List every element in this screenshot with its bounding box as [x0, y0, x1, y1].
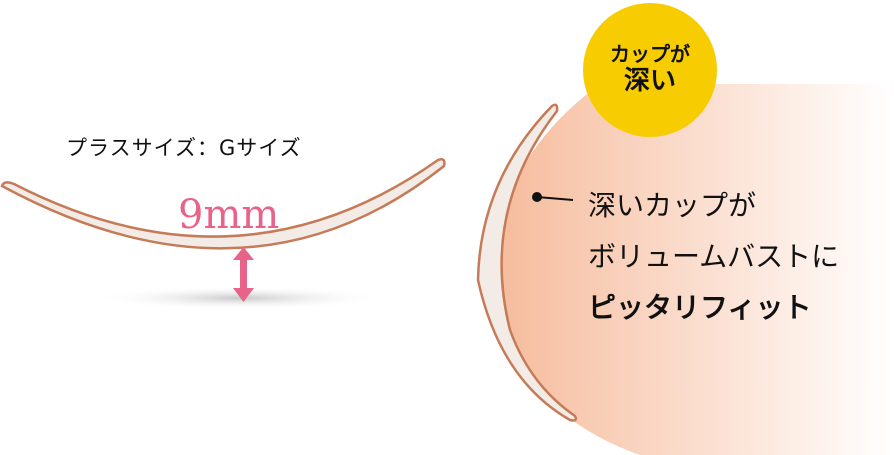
cup-depth-highlight — [494, 84, 894, 455]
badge-line1: カップが — [610, 42, 690, 67]
description: 深いカップが ボリュームバストに ピッタリフィット — [588, 180, 839, 333]
plus-size-pad — [0, 158, 446, 250]
badge-line2: 深い — [623, 66, 676, 97]
pointer-line — [532, 192, 574, 202]
deep-cup-pad — [476, 103, 578, 422]
description-line1: 深いカップが — [588, 189, 757, 222]
description-line2: ボリュームバストに — [588, 240, 840, 273]
deep-cup-badge: カップが 深い — [583, 3, 717, 137]
depth-value: 9mm — [178, 192, 280, 238]
description-line3: ピッタリフィット — [588, 291, 812, 324]
pad-shadow — [95, 286, 385, 310]
size-label: プラスサイズ：Gサイズ — [66, 136, 302, 160]
depth-arrow-icon — [233, 247, 254, 302]
